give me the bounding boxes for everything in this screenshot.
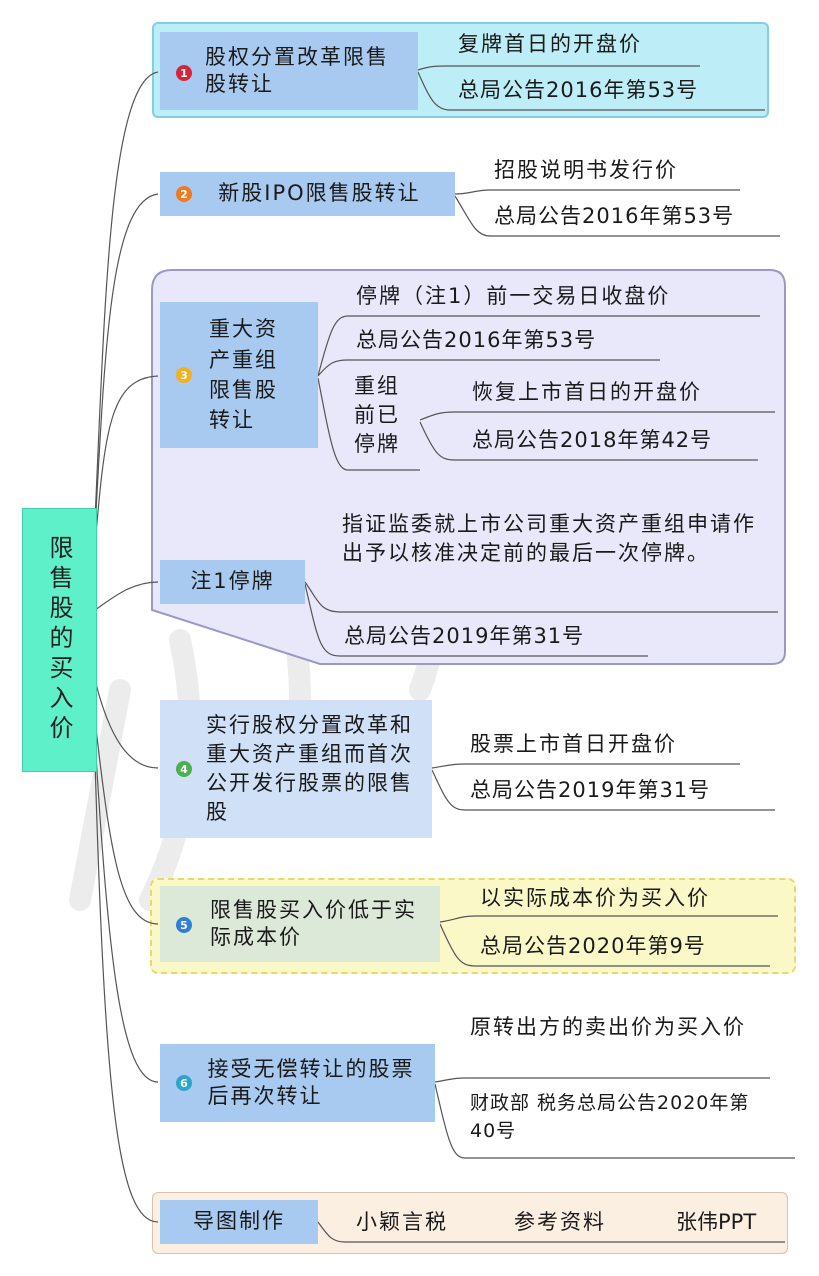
branch-6-leaf-2: 财政部 税务总局公告2020年第40号	[470, 1092, 750, 1142]
branch-1-leaf-2: 总局公告2016年第53号	[458, 78, 699, 102]
branch-5-leaf-2: 总局公告2020年第9号	[480, 934, 706, 958]
note-1-leaf-1: 指证监委就上市公司重大资产重组申请作出予以核准决定前的最后一次停牌。	[342, 512, 756, 566]
credits-leaf-2: 参考资料	[514, 1210, 606, 1234]
branch-node-2[interactable]: 新股IPO限售股转让	[160, 172, 455, 216]
branch-2-leaf-1: 招股说明书发行价	[494, 158, 678, 182]
branch-3-sub-leaf-2: 总局公告2018年第42号	[472, 428, 713, 452]
root-label: 限售股的买入价	[45, 535, 73, 745]
branch-title-4: 实行股权分置改革和重大资产重组而首次公开发行股票的限售股	[206, 713, 413, 824]
branch-title-5: 限售股买入价低于实际成本价	[210, 897, 417, 949]
note-1-leaf-2: 总局公告2019年第31号	[344, 624, 585, 648]
branch-node-1[interactable]: 股权分置改革限售股转让	[160, 32, 418, 110]
branch-1-leaf-1: 复牌首日的开盘价	[458, 32, 642, 56]
branch-title-2: 新股IPO限售股转让	[218, 181, 421, 206]
branch-3-leaf-2: 总局公告2016年第53号	[356, 328, 597, 352]
badge-6-icon: 6	[176, 1075, 192, 1091]
badge-5-icon: 5	[176, 917, 192, 933]
badge-3-icon: 3	[176, 367, 192, 383]
branch-4-leaf-2: 总局公告2019年第31号	[470, 778, 711, 802]
note-title-1: 注1停牌	[190, 569, 275, 594]
branch-title-3: 重大资产重组限售股转让	[209, 317, 278, 433]
credits-leaf-1: 小颖言税	[356, 1210, 448, 1234]
badge-2-icon: 2	[176, 186, 192, 202]
branch-node-5[interactable]: 限售股买入价低于实际成本价	[160, 886, 440, 962]
branch-6-leaf-1: 原转出方的卖出价为买入价	[470, 1015, 746, 1039]
credits-node[interactable]: 导图制作	[160, 1200, 318, 1244]
branch-4-leaf-1: 股票上市首日开盘价	[470, 732, 677, 756]
branch-3-sub-title: 重组前已停牌	[354, 374, 400, 456]
branch-node-6[interactable]: 接受无偿转让的股票后再次转让	[160, 1044, 435, 1122]
branch-2-leaf-2: 总局公告2016年第53号	[494, 204, 735, 228]
credits-leaf-3: 张伟PPT	[676, 1210, 757, 1234]
branch-title-6: 接受无偿转让的股票后再次转让	[207, 1056, 415, 1108]
root-node[interactable]: 限售股的买入价	[22, 508, 97, 772]
badge-4-icon: 4	[176, 761, 192, 777]
branch-3-sub-leaf-1: 恢复上市首日的开盘价	[472, 380, 702, 404]
branch-title-1: 股权分置改革限售股转让	[205, 44, 389, 96]
branch-3-leaf-1: 停牌（注1）前一交易日收盘价	[356, 284, 671, 308]
note-node-1[interactable]: 注1停牌	[160, 560, 305, 604]
branch-node-4[interactable]: 实行股权分置改革和重大资产重组而首次公开发行股票的限售股	[160, 700, 432, 838]
credits-title: 导图制作	[193, 1209, 285, 1234]
branch-5-leaf-1: 以实际成本价为买入价	[480, 886, 710, 910]
badge-1-icon: 1	[176, 65, 192, 81]
